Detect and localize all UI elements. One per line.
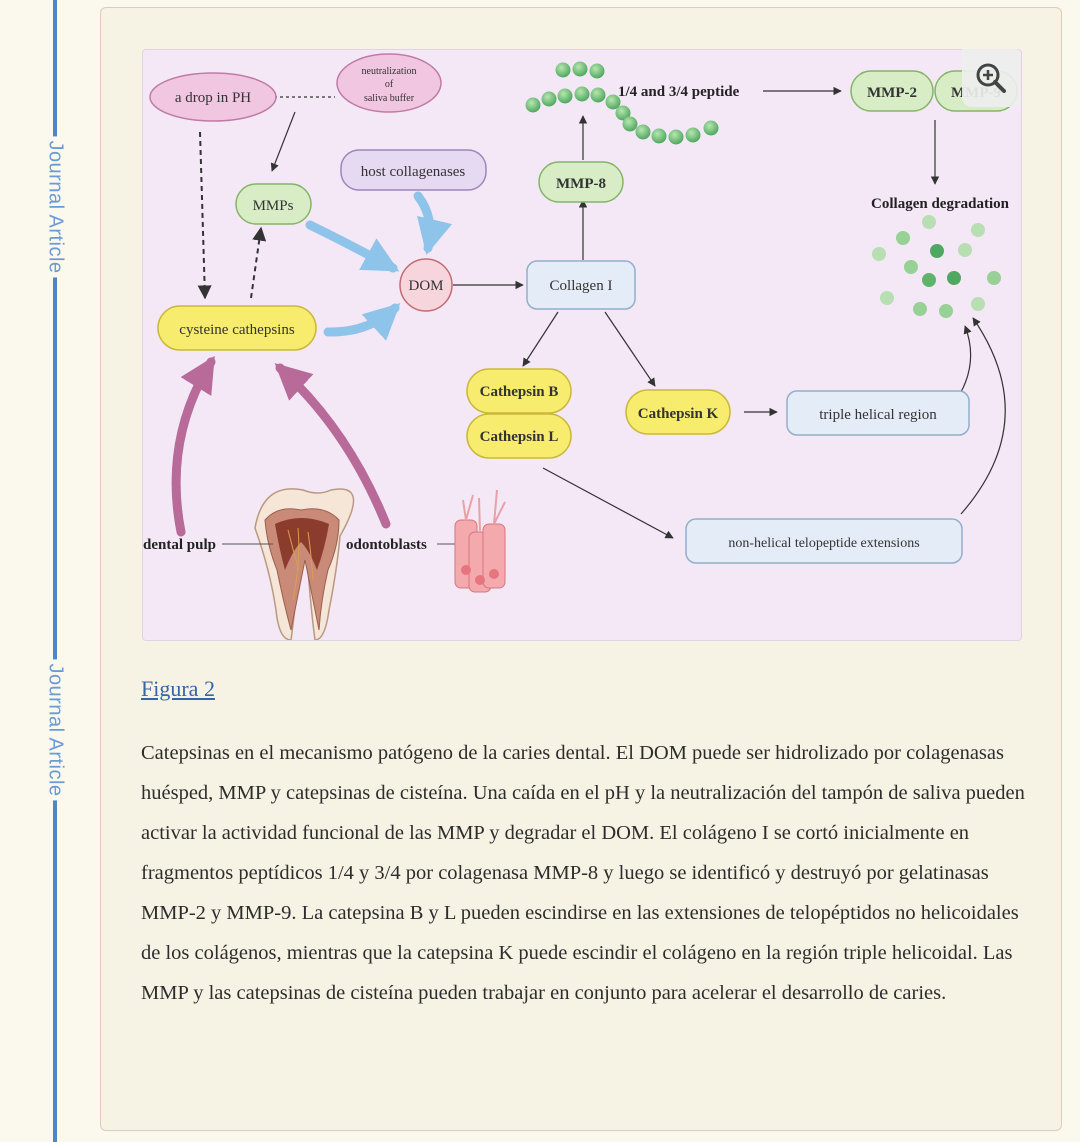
cysteine-cathepsins-label: cysteine cathepsins xyxy=(179,322,295,338)
neutralization-label: neutralization xyxy=(362,66,417,77)
triple-helical-label: triple helical region xyxy=(819,407,937,423)
cathepsin-k-label: Cathepsin K xyxy=(638,406,719,422)
cathepsin-l-label: Cathepsin L xyxy=(480,429,559,445)
left-accent-rail xyxy=(53,0,57,1142)
non-helical-label: non-helical telopeptide extensions xyxy=(728,536,919,551)
zoom-in-icon xyxy=(976,63,1006,93)
collagen-to-cathepsin-bl-arrow xyxy=(522,311,559,367)
odontoblasts-to-cathepsins-arrow xyxy=(274,363,391,529)
tooth-illustration xyxy=(254,488,355,640)
figure-caption: Catepsinas en el mecanismo patógeno de l… xyxy=(141,742,1025,1004)
cathepsin-k-node xyxy=(625,389,731,435)
mmps-node xyxy=(235,183,312,225)
zoom-button[interactable] xyxy=(962,49,1020,107)
cathepsin-l-node xyxy=(466,413,572,459)
ph-to-mmps-arrow xyxy=(270,111,296,172)
collagen-peptide-beads xyxy=(525,61,719,145)
saliva-buffer-label: saliva buffer xyxy=(364,93,415,104)
cysteine-cathepsins-node xyxy=(157,305,317,351)
mmps-to-dom-arrow xyxy=(305,220,400,273)
collagen-i-label: Collagen I xyxy=(550,278,613,294)
odontoblasts-label: odontoblasts xyxy=(346,537,427,553)
cathepsin-bl-to-nonhelical-arrow xyxy=(542,467,674,539)
triple-helical-node xyxy=(786,390,970,436)
nonhelical-to-degradation-arrow xyxy=(960,317,1006,515)
cathepsins-to-dom-arrow xyxy=(323,303,401,341)
non-helical-node xyxy=(685,518,963,564)
collagen-degradation-label: Collagen degradation xyxy=(871,196,1010,212)
cathepsin-b-node xyxy=(466,368,572,414)
drop-in-ph-label: a drop in PH xyxy=(175,90,251,106)
dom-label: DOM xyxy=(408,278,443,294)
triple-to-degradation-arrow xyxy=(960,325,972,393)
mmp2-label: MMP-2 xyxy=(867,85,917,101)
figure-image[interactable]: a drop in PH neutralization of saliva bu… xyxy=(142,49,1022,641)
mmp2-node xyxy=(850,70,934,112)
dom-node xyxy=(399,258,453,312)
ph-to-cathepsins-arrow xyxy=(197,131,212,300)
cathepsin-b-label: Cathepsin B xyxy=(480,384,559,400)
pulp-to-cathepsins-arrow xyxy=(171,355,216,537)
collagen-to-cathepsin-k-arrow xyxy=(604,311,656,387)
host-collagenases-label: host collagenases xyxy=(361,164,466,180)
degraded-peptide-dots xyxy=(872,215,1001,318)
neutralization-of-label: of xyxy=(385,79,394,90)
collagen-i-node xyxy=(526,260,636,310)
peptide-label: 1/4 and 3/4 peptide xyxy=(618,84,740,100)
collagenases-to-dom-arrow xyxy=(413,191,453,256)
odontoblast-cells-illustration xyxy=(454,489,506,593)
cathepsins-to-mmps-arrow xyxy=(250,226,267,299)
host-collagenases-node xyxy=(340,149,487,191)
cathepsin-pathway-diagram: a drop in PH neutralization of saliva bu… xyxy=(143,53,1018,640)
mmp8-node xyxy=(538,161,624,203)
neutralization-node xyxy=(336,53,442,113)
dental-pulp-label: dental pulp xyxy=(143,537,216,553)
drop-in-ph-node xyxy=(149,72,277,122)
mmps-label: MMPs xyxy=(253,198,294,214)
figure-2-link[interactable]: Figura 2 xyxy=(141,676,215,701)
mmp8-label: MMP-8 xyxy=(556,176,606,192)
